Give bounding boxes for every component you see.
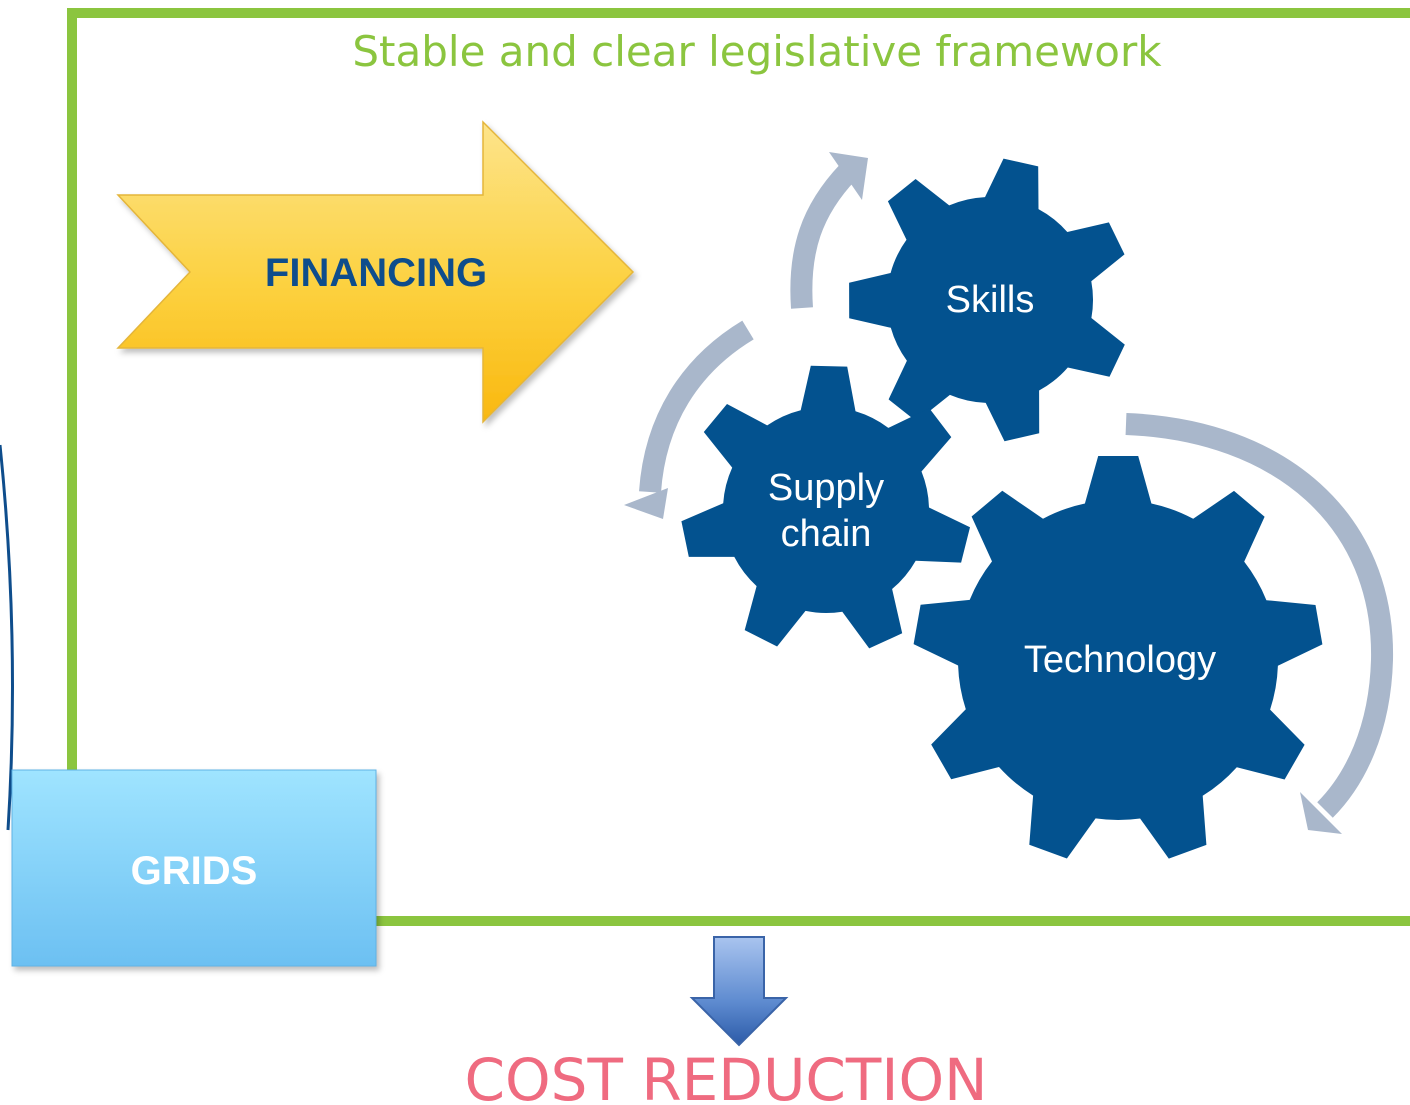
grids-label: GRIDS <box>131 849 258 893</box>
financing-label: FINANCING <box>265 251 487 295</box>
skills-gear <box>849 158 1125 442</box>
skills-label: Skills <box>946 279 1035 321</box>
financing-arrow <box>116 120 635 424</box>
cycle-arrow-technology <box>1125 413 1394 834</box>
supply-chain-label-line1: Supply <box>768 467 884 509</box>
technology-label: Technology <box>1024 639 1216 681</box>
left-edge-arc <box>0 444 14 831</box>
supply-chain-label-line2: chain <box>781 513 872 555</box>
down-arrow <box>689 936 789 1047</box>
cycle-arrow-supply <box>624 320 754 519</box>
framework-title: Stable and clear legislative framework <box>352 27 1162 76</box>
supply-chain-gear <box>681 365 970 649</box>
framework-frame <box>67 8 1410 926</box>
grids-box <box>11 769 377 967</box>
technology-gear <box>913 456 1323 859</box>
cycle-arrow-skills <box>790 152 868 309</box>
cost-reduction-label: COST REDUCTION <box>465 1046 988 1105</box>
